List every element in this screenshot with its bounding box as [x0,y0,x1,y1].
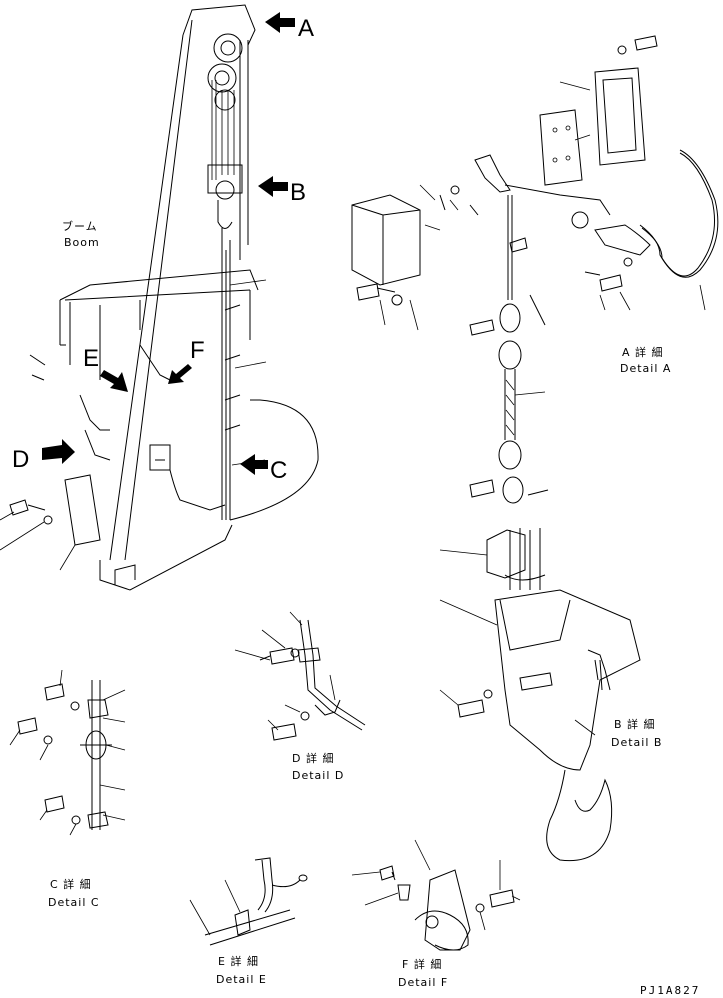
callout-label-e: E [83,345,99,372]
callout-arrow-a: A [265,12,314,42]
boom-main-view: A B C D E F ブーム Boom [0,4,319,591]
detail-a-label-en: Detail A [620,362,671,375]
detail-e-drawing: E 詳 細 Detail E [189,857,308,986]
callout-arrow-f: F [168,337,205,384]
detail-e-label-en: Detail E [216,973,267,986]
detail-d-label-en: Detail D [292,769,344,782]
callout-label-c: C [270,457,287,484]
drawing-code: PJ1A827 [640,984,700,997]
detail-b-label-ja: B 詳 細 [614,717,656,731]
detail-b-drawing: B 詳 細 Detail B [439,528,662,862]
detail-c-label-en: Detail C [48,896,100,909]
callout-arrow-c: C [240,454,287,484]
detail-d-label-ja: D 詳 細 [292,751,334,765]
detail-f-drawing: F 詳 細 Detail F [351,839,521,989]
callout-arrow-d: D [12,439,75,473]
detail-c-label-ja: C 詳 細 [50,877,92,891]
callout-label-a: A [298,15,314,42]
detail-f-label-ja: F 詳 細 [402,957,442,971]
detail-e-label-ja: E 詳 細 [218,954,259,968]
callout-label-f: F [190,337,205,364]
callout-arrow-e: E [83,345,128,392]
detail-c-drawing: C 詳 細 Detail C [9,669,126,909]
detail-a-drawing: A 詳 細 Detail A [351,35,719,504]
detail-b-label-en: Detail B [611,736,662,749]
boom-label-en: Boom [64,236,100,249]
boom-label-ja: ブーム [62,219,98,233]
detail-a-label-ja: A 詳 細 [622,345,664,359]
callout-arrow-b: B [258,176,306,206]
callout-label-b: B [290,179,306,206]
detail-f-label-en: Detail F [398,976,448,989]
callout-label-d: D [12,446,29,473]
detail-d-drawing: D 詳 細 Detail D [234,611,366,782]
